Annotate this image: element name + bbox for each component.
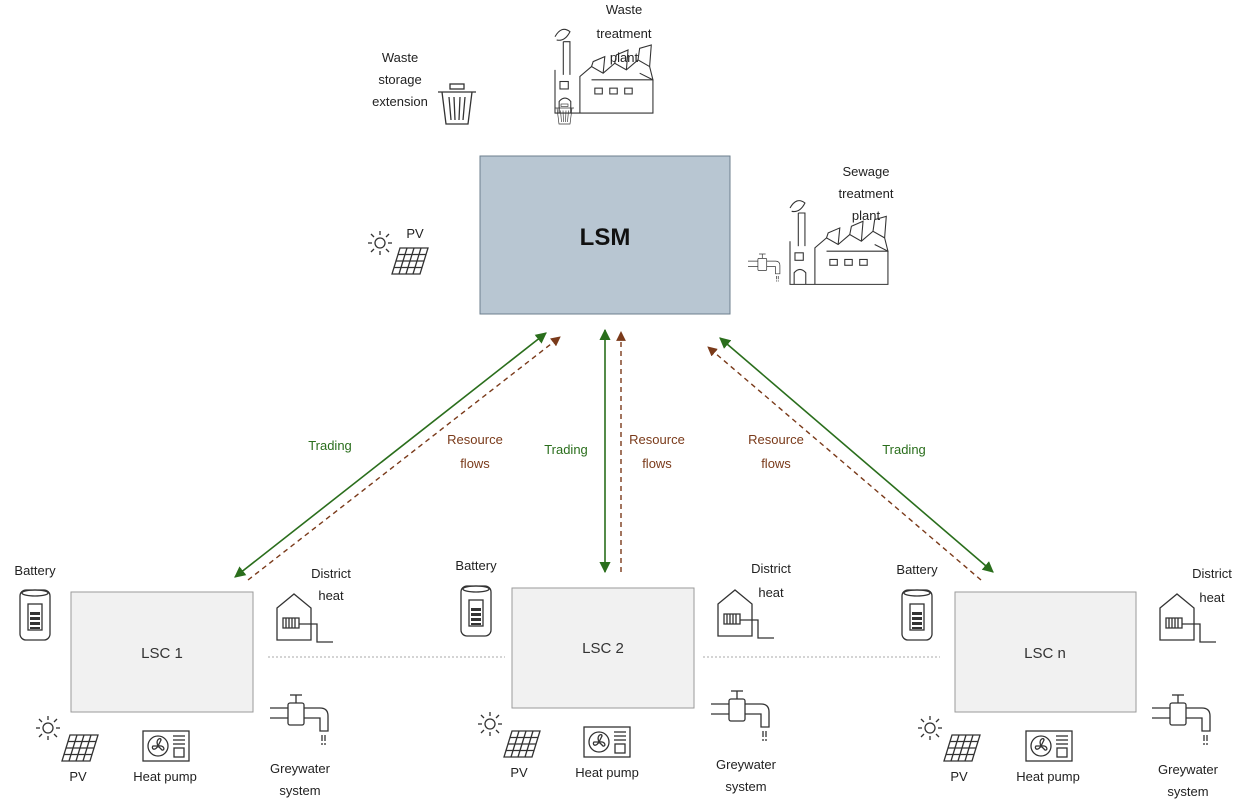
lsc-2-heat-pump-icon [583,726,631,758]
lsc-1-district-heat-label-1: District [311,566,351,581]
lsc-n-box [954,591,1137,713]
lsc-1-battery-label: Battery [14,563,56,578]
lsc-2-sun-icon [477,711,503,737]
resource-label-lsc2-1: Resource [629,432,685,447]
resource-arrow-lscn [707,346,982,581]
lsc-2-greywater-label-1: Greywater [716,757,777,772]
waste-treatment-label-2: treatment [597,26,652,41]
lsc-n-title: LSC n [1024,645,1066,662]
lsm-box [479,155,731,315]
lsm-sun-icon [367,230,393,256]
lsc-n-solar-panel-icon [943,734,981,762]
lsc-n-battery-icon [901,589,933,641]
lsc-2-solar-panel-icon [503,730,541,758]
lsm-pv-label: PV [406,226,424,241]
resource-arrow-lsc1 [247,336,561,581]
lsc-1-greywater-icon [269,694,329,746]
lsc-2-box [511,587,695,709]
lsc-1-battery-icon [19,589,51,641]
lsc-2-greywater-icon [710,690,770,742]
lsc-2-pv-label: PV [510,765,528,780]
trading-label-lsc2: Trading [544,442,588,457]
lsc-1-heat-pump-icon [142,730,190,762]
lsm-title: LSM [580,224,631,251]
lsc-n-district-heat-label-2: heat [1199,590,1225,605]
lsc-1-solar-panel-icon [61,734,99,762]
trading-arrow-lsc1 [234,332,547,578]
lsc-1-greywater-label-2: system [279,783,320,798]
trading-arrow-lscn [719,337,994,573]
waste-bin-icon [437,83,477,125]
trading-label-lsc1: Trading [308,438,352,453]
resource-label-lsc1-1: Resource [447,432,503,447]
lsc-2-battery-icon [460,585,492,637]
sewage-treatment-label-2: treatment [839,186,894,201]
lsc-2-title: LSC 2 [582,640,624,657]
resource-label-lsc1-2: flows [460,456,490,471]
lsc-2-battery-label: Battery [455,558,497,573]
sewage-tap-icon [747,253,781,282]
lsc-2: LSC 2 Battery District heat PV Heat pump… [455,558,791,794]
lsc-1-title: LSC 1 [141,645,183,662]
trading-label-lscn: Trading [882,442,926,457]
lsc-n-sun-icon [917,715,943,741]
resource-label-lscn-1: Resource [748,432,804,447]
lsc-n-greywater-label-2: system [1167,784,1208,799]
lsc-1-box [70,591,254,713]
sewage-treatment-label-1: Sewage [843,164,890,179]
lsc-n-pv-label: PV [950,769,968,784]
lsc-2-greywater-label-2: system [725,779,766,794]
lsc-n-greywater-icon [1151,694,1211,746]
lsc-2-heat-pump-label: Heat pump [575,765,639,780]
lsc-1-greywater-label-1: Greywater [270,761,331,776]
lsc-n-district-heat-label-1: District [1192,566,1232,581]
lsc-n-battery-label: Battery [896,562,938,577]
lsc-1: LSC 1 Battery District heat PV Heat pump… [14,563,351,798]
lsc-2-district-heat-label-1: District [751,561,791,576]
sewage-treatment-label-3: plant [852,208,881,223]
resource-label-lscn-2: flows [761,456,791,471]
lsc-1-heat-pump-label: Heat pump [133,769,197,784]
waste-treatment-label-3: plant [610,50,639,65]
lsc-1-sun-icon [35,715,61,741]
lsc-n-heat-pump-icon [1025,730,1073,762]
lsc-1-district-heat-label-2: heat [318,588,344,603]
waste-storage-label-2: storage [378,72,421,87]
lsc-2-district-heat-label-2: heat [758,585,784,600]
lsc-n: LSC n Battery District heat PV Heat pump… [896,562,1232,799]
waste-factory-icon [554,28,654,114]
resource-label-lsc2-2: flows [642,456,672,471]
waste-storage-label-1: Waste [382,50,418,65]
waste-treatment-label-1: Waste [606,2,642,17]
lsc-n-greywater-label-1: Greywater [1158,762,1219,777]
waste-storage-label-3: extension [372,94,428,109]
lsc-n-heat-pump-label: Heat pump [1016,769,1080,784]
lsm-solar-panel-icon [391,247,429,275]
lsc-1-pv-label: PV [69,769,87,784]
